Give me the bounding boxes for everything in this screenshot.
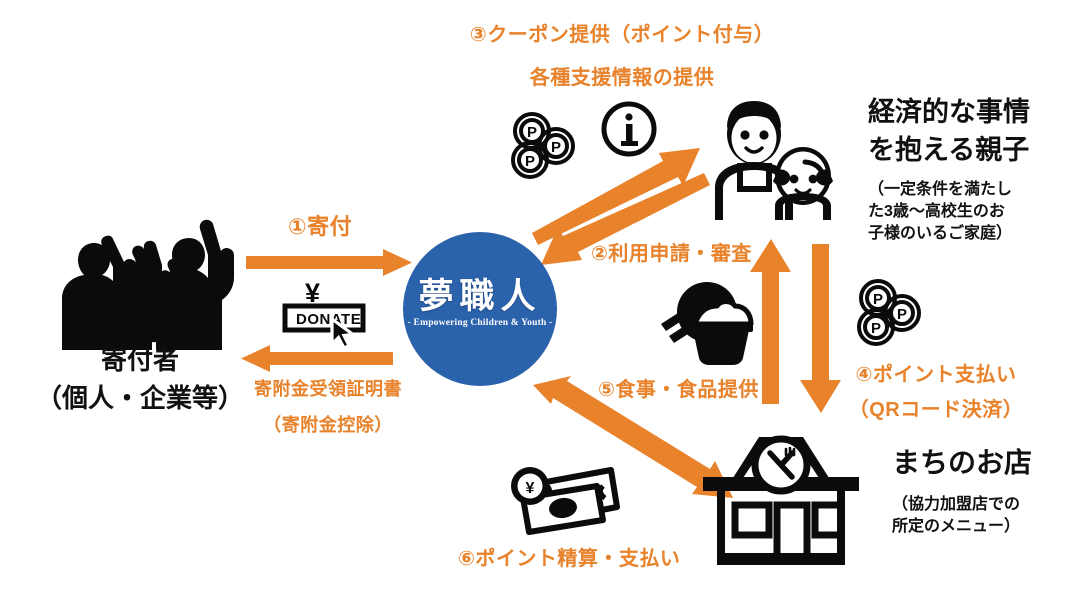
svg-text:P: P — [527, 124, 537, 141]
shop-subtitle-line2: 所定のメニュー） — [892, 518, 1021, 536]
family-subtitle-line1: （一定条件を満たし — [868, 181, 1013, 199]
flow-4-label-line2: （QRコード決済） — [848, 399, 1024, 421]
information-circle-icon — [600, 100, 658, 158]
svg-text:P: P — [873, 291, 883, 308]
shop-title: まちのお店 — [892, 447, 1033, 478]
arrow-donation — [246, 249, 412, 276]
meal-bowl-chopsticks-icon — [655, 280, 755, 366]
cash-yen-icon: ¥ — [505, 462, 623, 536]
flow-6-label: ⑥ポイント精算・支払い — [458, 548, 681, 570]
flow-5-label: ⑤食事・食品提供 — [598, 379, 759, 401]
shop-subtitle-line1: （協力加盟店での — [892, 496, 1021, 514]
arrow-meal-provision — [750, 239, 791, 404]
donate-button-icon: ¥ DONATE — [275, 278, 375, 351]
svg-text:¥: ¥ — [526, 480, 535, 497]
donor-subtitle: （個人・企業等） — [35, 382, 244, 413]
storefront-restaurant-icon — [695, 425, 867, 565]
flow-3-label-line2: 各種支援情報の提供 — [529, 67, 715, 89]
donor-icon — [40, 215, 240, 350]
svg-text:DONATE: DONATE — [296, 311, 361, 328]
flow-4-label-line1: ④ポイント支払い — [855, 364, 1017, 386]
donor-title: 寄付者 — [100, 345, 179, 375]
family-subtitle-line3: 子様のいるご家庭） — [868, 225, 1013, 243]
logo-subtitle-text: - Empowering Children & Youth - — [407, 318, 553, 328]
flow-receipt-label-line2: （寄附金控除） — [263, 415, 393, 436]
arrow-application — [541, 173, 710, 265]
organization-logo: 夢職人 - Empowering Children & Youth - — [403, 232, 557, 386]
logo-main-text: 夢職人 — [418, 277, 542, 316]
flow-receipt-label-line1: 寄附金受領証明書 — [254, 379, 402, 399]
svg-text:P: P — [871, 320, 881, 337]
arrow-coupon — [532, 148, 700, 245]
family-title-line2: を抱える親子 — [868, 135, 1030, 166]
svg-text:P: P — [897, 306, 907, 323]
family-subtitle-line2: た3歳〜高校生のお — [868, 203, 1005, 221]
arrow-point-settlement — [533, 376, 733, 498]
logo-circle — [403, 232, 557, 386]
flow-1-label: ①寄付 — [288, 214, 353, 239]
svg-text:¥: ¥ — [305, 278, 320, 308]
family-title-line1: 経済的な事情 — [868, 97, 1030, 127]
arrow-point-payment — [800, 244, 841, 413]
parent-and-child-icon — [707, 88, 847, 220]
flow-2-label: ②利用申請・審査 — [591, 243, 752, 265]
svg-text:P: P — [525, 153, 535, 170]
svg-text:P: P — [551, 139, 561, 156]
flow-3-label-line1: ③クーポン提供（ポイント付与） — [469, 24, 775, 46]
arrow-receipt — [241, 345, 393, 372]
